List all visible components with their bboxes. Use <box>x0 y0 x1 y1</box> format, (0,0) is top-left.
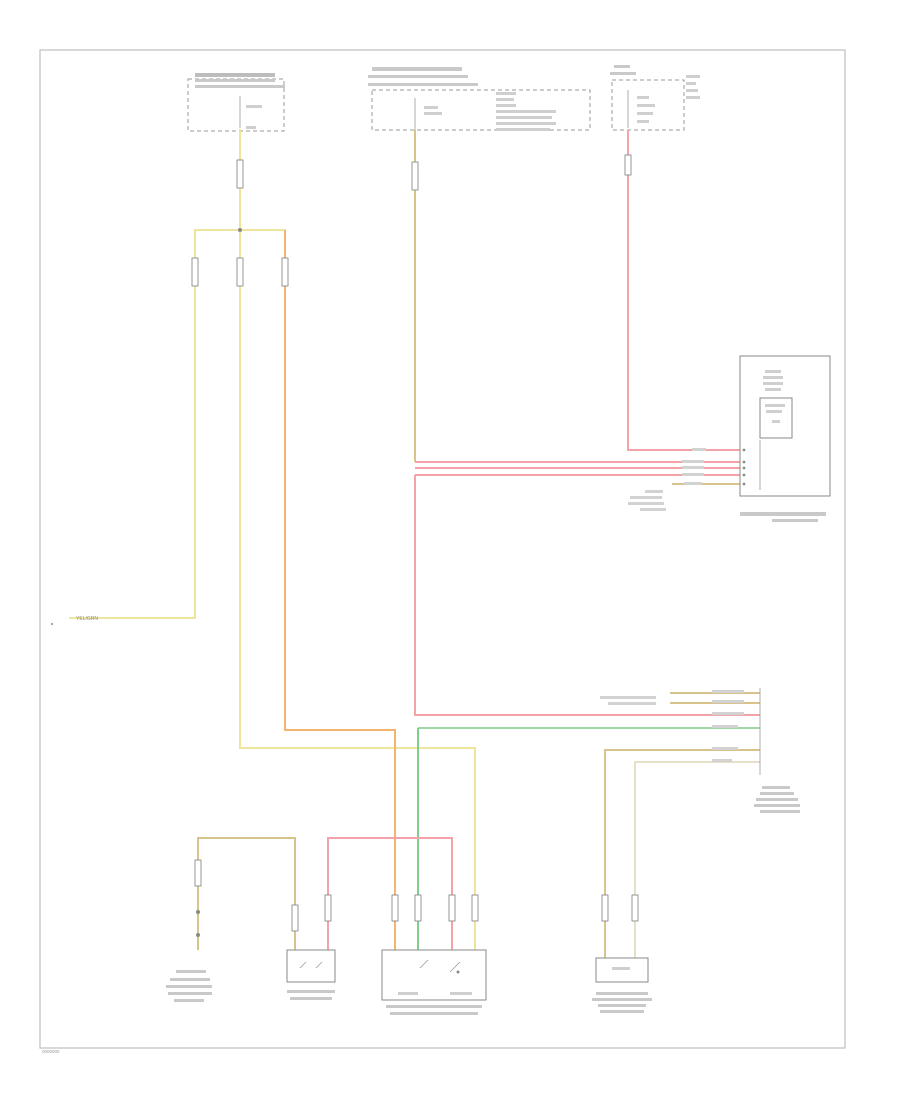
ground-left <box>166 970 212 1002</box>
fuse-block-right <box>610 65 700 131</box>
relay-component <box>381 949 487 1015</box>
diagram-frame <box>39 49 846 1049</box>
yellow-wire-label: YEL/GRN <box>76 616 98 622</box>
fuse-block-center <box>368 67 591 131</box>
wire-pink-right <box>627 130 740 451</box>
wire-pink-long <box>414 475 760 716</box>
inline-connectors <box>191 154 639 937</box>
wire-end-dot <box>51 623 53 625</box>
wire-orange <box>284 230 396 950</box>
sensor-component <box>592 957 652 1013</box>
fuse-block-left <box>187 73 285 132</box>
module-upper-right <box>628 355 831 522</box>
footer-code: 0000000 <box>42 1049 60 1054</box>
pump-component <box>286 949 336 1000</box>
wire-sensor <box>604 749 650 960</box>
wire-bundle-lower <box>417 692 760 950</box>
wire-pump <box>197 837 453 950</box>
module-lower-right <box>600 688 800 813</box>
